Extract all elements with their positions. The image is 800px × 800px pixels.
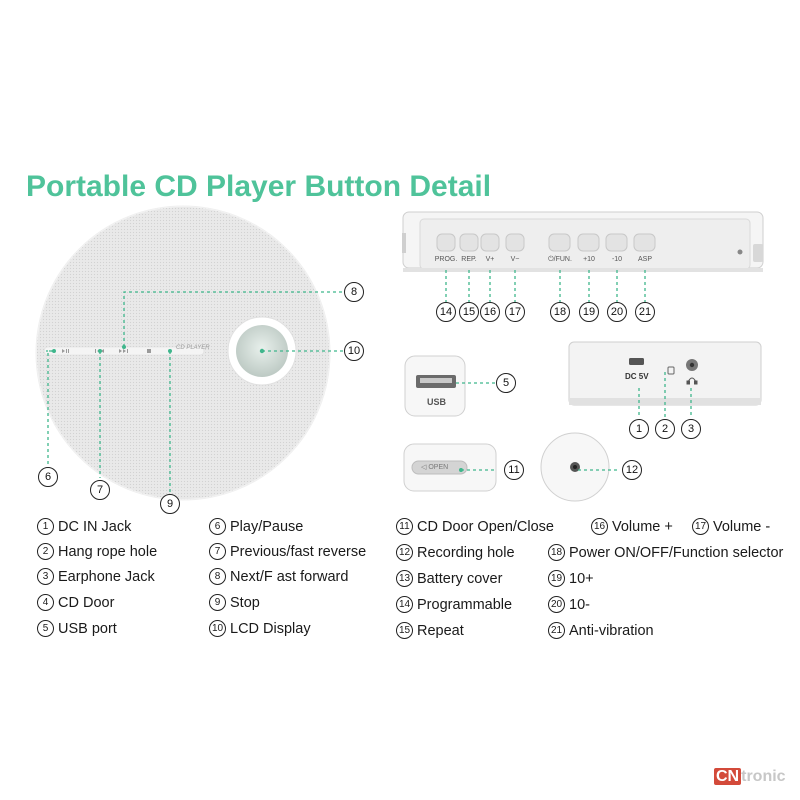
vol-down-button[interactable] [505,233,525,252]
callout-20: 20 [607,302,627,322]
callout-2: 2 [655,419,675,439]
callout-16: 16 [480,302,500,322]
callout-12: 12 [622,460,642,480]
top-buttons [436,233,656,252]
play-pause-icon[interactable] [62,349,69,353]
asp-button[interactable] [633,233,656,252]
callout-3: 3 [681,419,701,439]
callout-19: 19 [579,302,599,322]
hang-rope-hole [667,366,675,375]
callout-15: 15 [459,302,479,322]
callout-10: 10 [344,341,364,361]
callout-9: 9 [160,494,180,514]
callout-17: 17 [505,302,525,322]
button-label: V− [510,256,520,263]
button-label: +10 [583,256,595,263]
button-label: V+ [485,256,495,263]
door-slider[interactable] [411,460,468,475]
callout-7: 7 [90,480,110,500]
vol-up-button[interactable] [480,233,500,252]
door-slider-text: ◁ OPEN [421,464,449,471]
power-fun-button[interactable] [548,233,571,252]
button-label: -10 [611,256,623,263]
dc-label: DC 5V [625,372,649,381]
callout-21: 21 [635,302,655,322]
callout-1: 1 [629,419,649,439]
stop-icon[interactable] [147,349,151,353]
button-label: PROG. [434,256,458,263]
callout-11: 11 [504,460,524,480]
minus10-button[interactable] [605,233,628,252]
callout-8: 8 [344,282,364,302]
callout-14: 14 [436,302,456,322]
disc-brand-label: CD PLAYER [176,345,210,351]
usb-label: USB [427,397,447,407]
rep-button[interactable] [459,233,479,252]
callout-6: 6 [38,467,58,487]
headphone-icon [686,377,698,385]
callout-5: 5 [496,373,516,393]
callout-18: 18 [550,302,570,322]
button-label: REP. [461,256,477,263]
prog-button[interactable] [436,233,456,252]
dc-jack [629,358,644,365]
button-label: ⏻/FUN. [548,256,572,263]
plus10-button[interactable] [577,233,600,252]
button-label: ASP [637,256,653,263]
page-title: Portable CD Player Button Detail [26,170,492,203]
next-icon[interactable] [119,349,128,353]
